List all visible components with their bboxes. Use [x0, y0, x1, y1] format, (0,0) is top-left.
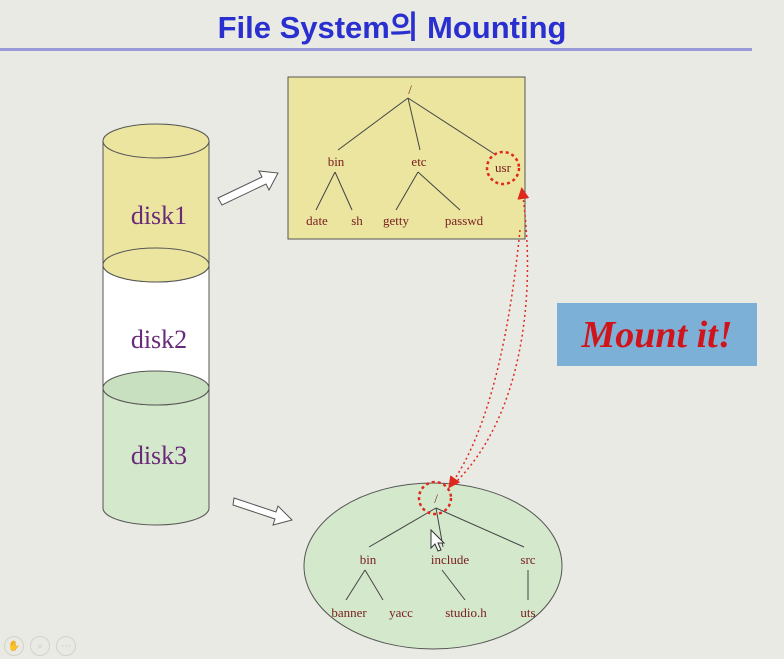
hand-icon[interactable]: ✋ [4, 636, 24, 656]
top-dir-bin: bin [328, 154, 345, 169]
disk3-label: disk3 [131, 441, 187, 470]
bottom-leaf-yacc: yacc [389, 605, 413, 620]
top-panel-bg [287, 76, 526, 240]
top-dir-usr: usr [495, 160, 512, 175]
disk1-top [102, 123, 210, 159]
zoom-icon[interactable]: ⌕ [30, 636, 50, 656]
bottom-dir-include: include [431, 552, 469, 567]
disk2-label: disk2 [131, 325, 187, 354]
mount-it-label: Mount it! [557, 303, 757, 366]
mount-link-arrow-up [453, 187, 530, 485]
top-root: / [408, 82, 412, 97]
bottom-tree-panel: / bin include src banner yacc studio.h u… [303, 480, 563, 650]
bottom-dir-bin: bin [360, 552, 377, 567]
top-leaf-getty: getty [383, 213, 409, 228]
top-dir-etc: etc [411, 154, 426, 169]
bottom-leaf-banner: banner [331, 605, 367, 620]
usr-highlight-circle [485, 150, 521, 186]
disk3-top [102, 370, 210, 406]
more-icon[interactable]: ⋯ [56, 636, 76, 656]
disk1-label: disk1 [131, 201, 187, 230]
mount-link-arrow-down [448, 229, 521, 489]
bottom-leaf-studio-h: studio.h [445, 605, 487, 620]
arrow-disk1-to-top-tree [217, 170, 279, 206]
mouse-cursor-icon [430, 528, 446, 552]
slide-title: File System의 Mounting [217, 10, 567, 45]
bottom-leaf-uts: uts [520, 605, 535, 620]
top-leaf-date: date [306, 213, 328, 228]
top-leaf-passwd: passwd [445, 213, 484, 228]
title-divider [0, 48, 752, 51]
top-leaf-sh: sh [351, 213, 363, 228]
root-highlight-circle [417, 480, 453, 516]
viewer-toolbar: ✋ ⌕ ⋯ [4, 636, 76, 656]
top-tree-panel: / bin etc usr date sh getty passwd [287, 76, 526, 240]
bottom-root: / [434, 491, 438, 506]
disk-stack: disk1 disk2 disk3 [102, 123, 210, 526]
disk2-top [102, 247, 210, 283]
bottom-dir-src: src [520, 552, 535, 567]
arrow-disk3-to-bottom-tree [232, 497, 293, 526]
disk3-body [102, 387, 210, 526]
